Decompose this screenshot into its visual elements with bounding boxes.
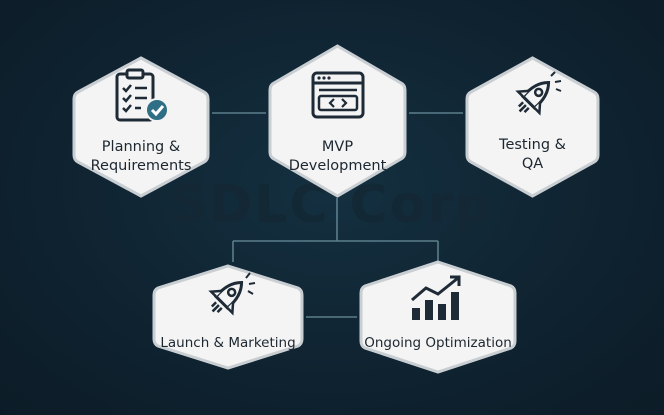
- node-label: Launch & Marketing: [160, 335, 296, 351]
- clipboard-check-icon: [70, 68, 212, 126]
- node-planning: Planning & Requirements: [70, 54, 212, 200]
- node-label: Planning & Requirements: [90, 139, 192, 174]
- rocket-icon: [463, 70, 602, 126]
- code-window-icon: [266, 70, 409, 120]
- node-label: MVP Development: [288, 139, 387, 174]
- node-launch: Launch & Marketing: [150, 262, 306, 372]
- node-optimization: Ongoing Optimization: [357, 258, 519, 376]
- node-label: Ongoing Optimization: [364, 335, 512, 351]
- node-testing: Testing & QA: [463, 54, 602, 200]
- hexagon-shape: [268, 44, 407, 198]
- node-mvp: MVP Development: [266, 42, 409, 200]
- hexagon-shape: [72, 56, 210, 198]
- hexagon-shape: [152, 264, 304, 370]
- rocket-icon: [150, 270, 306, 324]
- node-label: Testing & QA: [499, 137, 566, 172]
- growth-chart-icon: [357, 272, 519, 324]
- hexagon-shape: [465, 56, 600, 198]
